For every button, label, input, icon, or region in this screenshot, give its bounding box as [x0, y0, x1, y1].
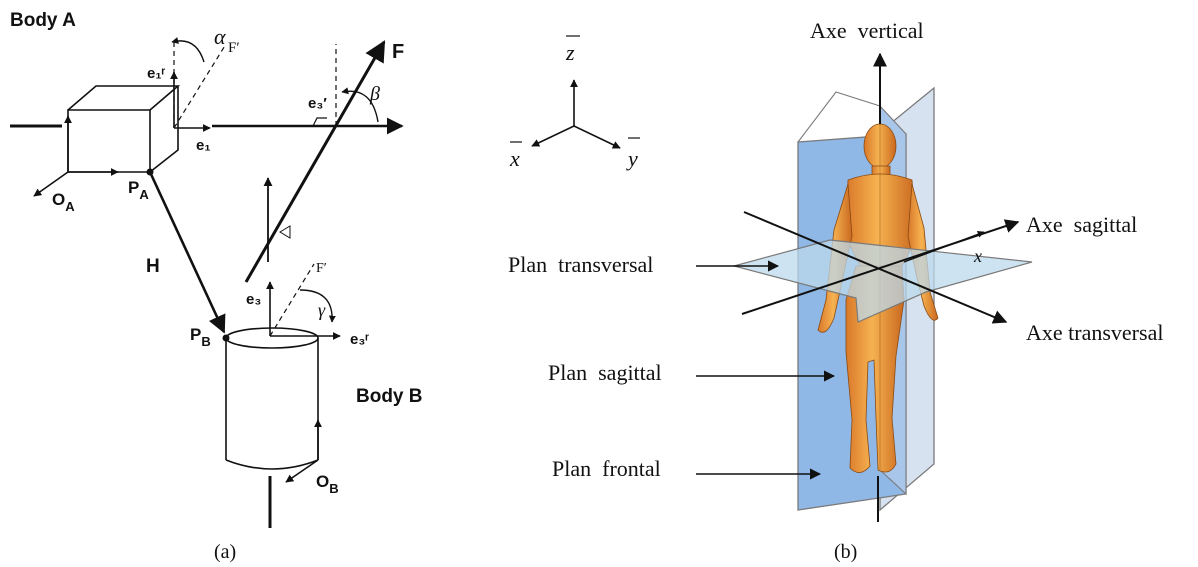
plan-sagittal-label: Plan sagittal: [548, 360, 662, 385]
oa-axis-diag: [33, 171, 69, 197]
axe-sagittal-line: [741, 219, 1020, 315]
f-prime-low-label: F′: [316, 261, 327, 276]
axe-transversal-line: [743, 211, 1008, 324]
e1-label: e₁: [196, 137, 211, 154]
force-line: [244, 40, 386, 283]
triad-y-label: y: [626, 146, 638, 171]
h-vector: [148, 171, 226, 334]
f-label: F: [392, 41, 404, 63]
frontal-plane-left-top: [797, 91, 881, 143]
h-label: H: [146, 256, 160, 277]
x-plane-label: x: [973, 246, 982, 266]
alpha-label: α: [214, 24, 226, 49]
beta-label: β: [369, 83, 380, 105]
beta-arc: [341, 87, 379, 123]
axe-vertical-label: Axe vertical: [810, 18, 924, 43]
ob-axis-diag: [285, 459, 319, 483]
panel-a: Body A OA α F′ e₁ʳ e₁ β e₃′ F: [10, 10, 423, 563]
triad-x: [531, 125, 575, 147]
pb-label: PB: [190, 325, 211, 349]
gamma-arc: [299, 289, 336, 323]
triad-x-label: x: [509, 146, 520, 171]
f-prime-line-low: [269, 263, 315, 337]
e1r-label: e₁ʳ: [147, 65, 166, 82]
right-angle-mark: [312, 117, 327, 127]
triad-y: [573, 125, 621, 149]
pb-point: [222, 334, 230, 342]
e3-label: e₃: [246, 291, 261, 308]
transverse-plane: [731, 239, 1033, 323]
body-a-box: [67, 85, 181, 173]
e3p-label: e₃′: [308, 95, 327, 112]
plan-frontal-label: Plan frontal: [552, 456, 661, 481]
f-prime-line-top: [173, 43, 227, 129]
small-square-mark: [279, 225, 291, 239]
axe-sagittal-label: Axe sagittal: [1026, 212, 1137, 237]
body-b-cylinder: [225, 327, 319, 470]
alpha-arc: [171, 37, 205, 63]
caption-a: (a): [214, 541, 236, 563]
body-b-title: Body B: [356, 386, 423, 407]
gamma-label: γ: [318, 300, 326, 320]
axe-transversal-label: Axe transversal: [1026, 320, 1163, 345]
caption-b: (b): [834, 541, 857, 563]
oa-label: OA: [52, 190, 75, 214]
plan-transversal-label: Plan transversal: [508, 252, 653, 277]
f-prime-top-label: F′: [228, 40, 240, 56]
pa-label: PA: [128, 178, 149, 202]
ob-label: OB: [316, 472, 339, 496]
panel-b: z x y x Axe vertical A: [508, 18, 1163, 563]
e3r-label: e₃ʳ: [350, 331, 369, 348]
triad-z-label: z: [565, 40, 575, 65]
x-plane-arrow: [903, 230, 985, 263]
body-a-title: Body A: [10, 10, 76, 31]
